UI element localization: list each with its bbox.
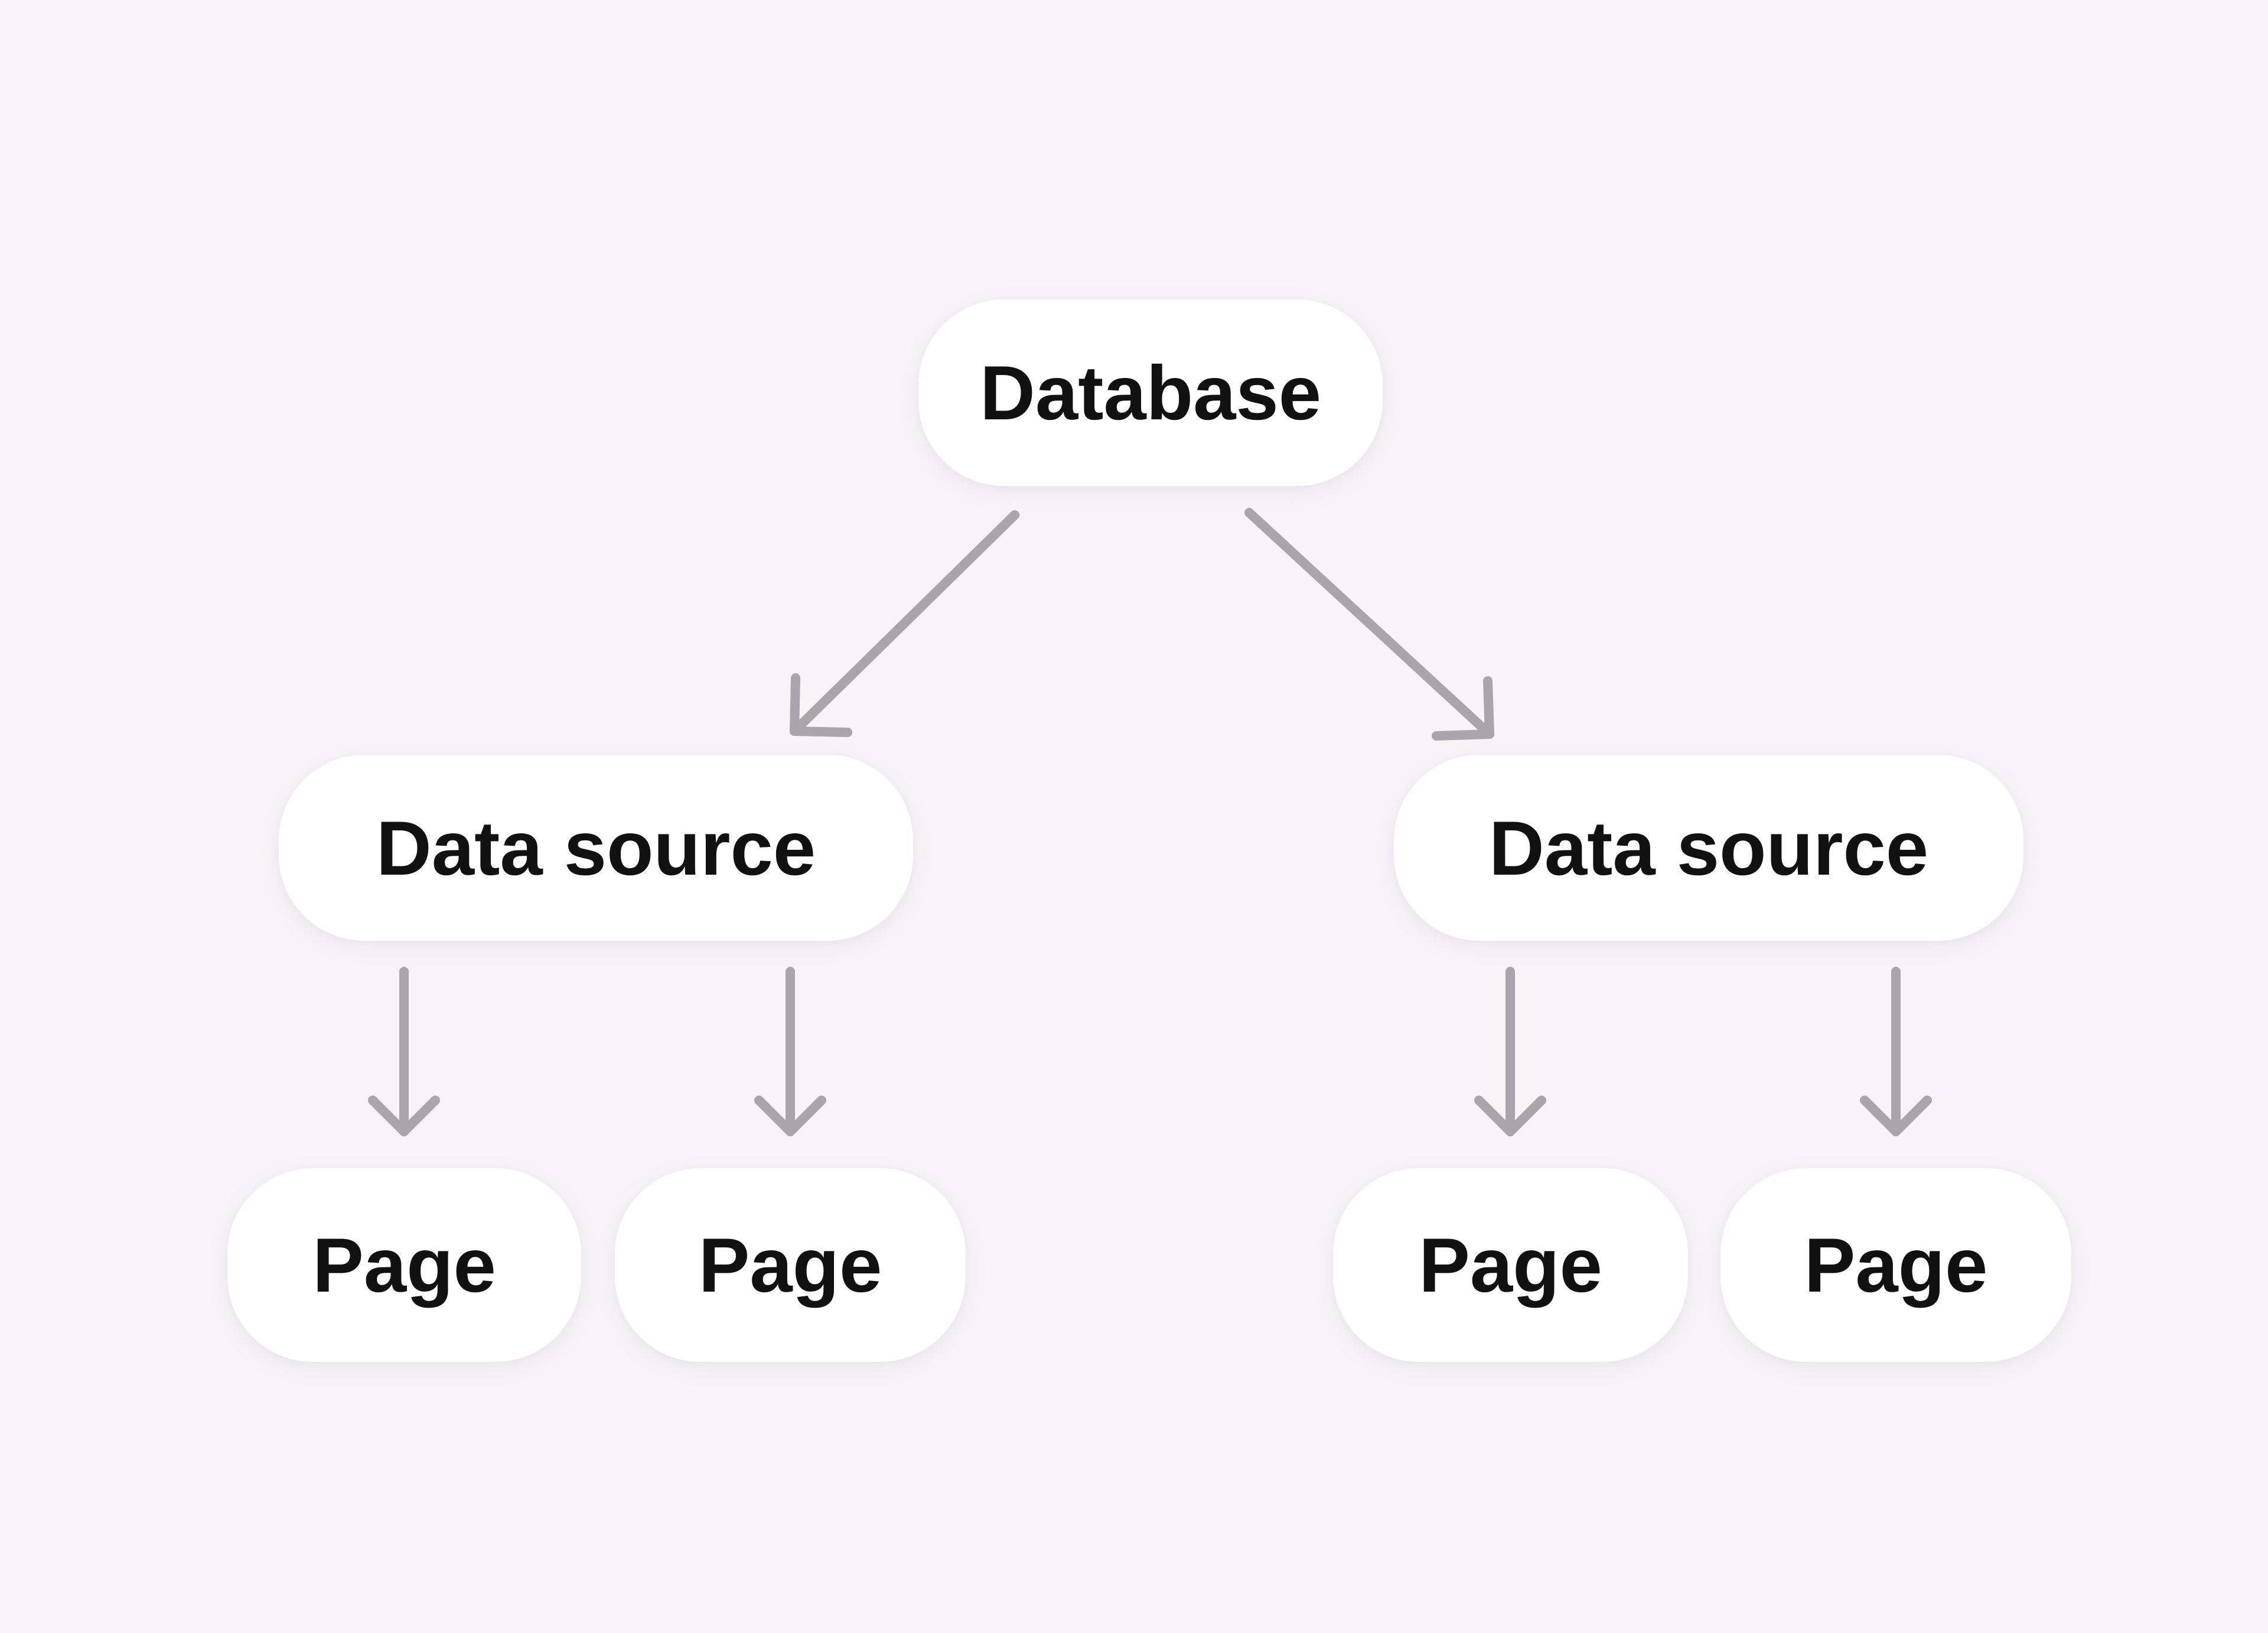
node-page-4: Page (1720, 1168, 2071, 1362)
node-page-2-label: Page (698, 1222, 882, 1308)
node-data-source-left-label: Data source (376, 804, 816, 891)
node-page-2: Page (615, 1168, 966, 1362)
node-database: Database (918, 299, 1383, 486)
arrow-database-to-data-source-right (1244, 508, 1494, 741)
arrow-data-source-left-to-page-1 (368, 967, 440, 1136)
node-data-source-right-label: Data source (1488, 804, 1929, 891)
node-data-source-left: Data source (279, 755, 913, 941)
arrow-data-source-right-to-page-3 (1474, 967, 1546, 1136)
arrow-database-to-data-source-left (790, 510, 1019, 737)
node-page-3-label: Page (1419, 1222, 1602, 1308)
node-page-1-label: Page (312, 1222, 496, 1308)
arrow-data-source-right-to-page-4 (1860, 967, 1932, 1136)
node-database-label: Database (979, 350, 1322, 436)
node-page-1: Page (227, 1168, 581, 1362)
node-page-4-label: Page (1804, 1222, 1988, 1308)
arrow-data-source-left-to-page-2 (754, 967, 826, 1136)
node-page-3: Page (1333, 1168, 1688, 1362)
node-data-source-right: Data source (1394, 755, 2023, 941)
